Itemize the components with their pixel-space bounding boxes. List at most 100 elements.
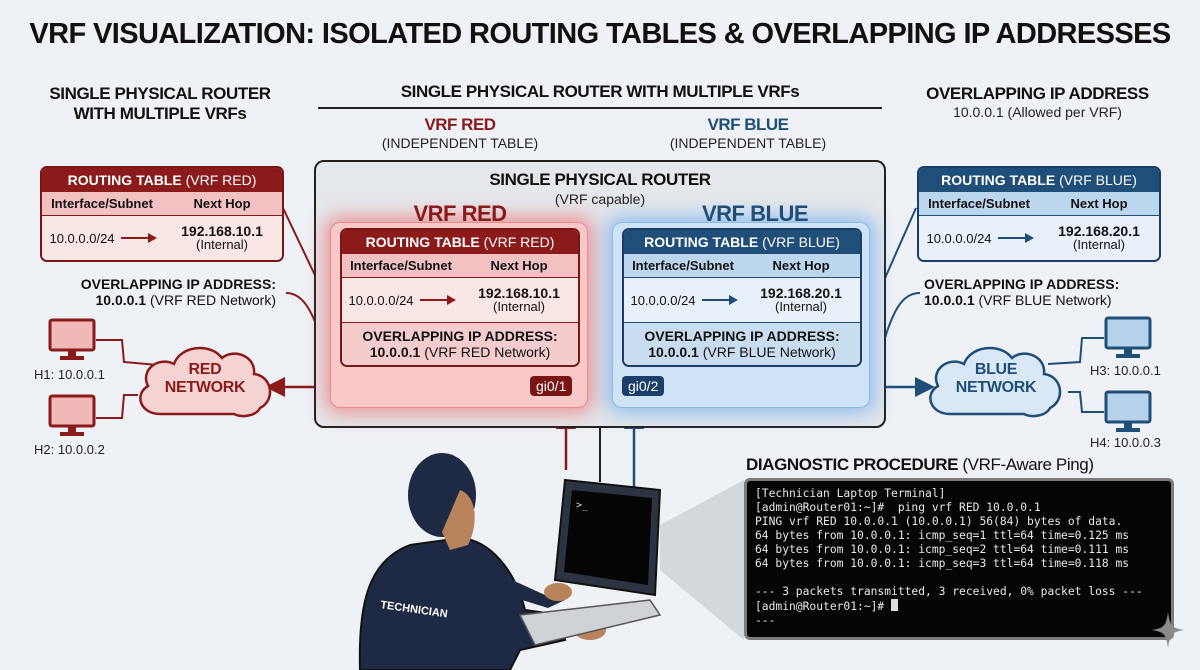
link-h2-red-cloud [96,394,138,419]
col-interface-subnet: Interface/Subnet [350,258,452,273]
terminal-line: --- [755,614,776,627]
overlap-row: OVERLAPPING IP ADDRESS: 10.0.0.1 (VRF RE… [342,322,578,365]
vrf-red-heading: VRF RED (INDEPENDENT TABLE) [340,115,580,151]
routing-table-red-external: ROUTING TABLE (VRF RED) Interface/Subnet… [40,166,284,262]
next-hop-note: (Internal) [774,299,828,314]
table-header: ROUTING TABLE (VRF RED) [42,168,282,192]
vrf-red-label: VRF RED [413,201,507,226]
left-title-line1: SINGLE PHYSICAL ROUTER [49,84,271,103]
host-h2-label: H2: 10.0.0.2 [34,442,105,457]
overlap-row: OVERLAPPING IP ADDRESS: 10.0.0.1 (VRF BL… [624,322,860,365]
interface-gi02[interactable]: gi0/2 [622,376,665,396]
terminal-line: 64 bytes from 10.0.0.1: icmp_seq=2 ttl=6… [755,543,1130,556]
vrf-blue-label: VRF BLUE [702,201,809,226]
terminal-line: [admin@Router01:~]# ping vrf RED 10.0.0.… [755,501,1041,514]
table-columns: Interface/Subnet Next Hop [342,254,578,278]
col-interface-subnet: Interface/Subnet [928,196,1030,211]
col-interface-subnet: Interface/Subnet [632,258,734,273]
center-title-divider [318,107,882,109]
next-hop-note: (Internal) [1072,237,1126,252]
terminal-window[interactable]: [Technician Laptop Terminal] [admin@Rout… [744,478,1174,640]
host-h3-label: H3: 10.0.0.1 [1090,363,1161,378]
table-columns: Interface/Subnet Next Hop [624,254,860,278]
table-columns: Interface/Subnet Next Hop [919,192,1159,216]
overlap-note: (VRF RED Network) [149,292,276,308]
overlap-note: (VRF BLUE Network) [702,344,836,360]
terminal-line: 64 bytes from 10.0.0.1: icmp_seq=3 ttl=6… [755,557,1130,570]
table-row: 10.0.0.0/24 192.168.10.1(Internal) [42,216,282,260]
table-row: 10.0.0.0/24 192.168.20.1(Internal) [919,216,1159,260]
host-h1-label: H1: 10.0.0.1 [34,367,105,382]
next-hop: 192.168.10.1 [181,223,263,239]
col-interface-subnet: Interface/Subnet [51,196,153,211]
vrf-blue-heading-name: VRF BLUE [707,115,790,134]
overlap-title: OVERLAPPING IP ADDRESS: [362,328,558,344]
router-subtitle: (VRF capable) [554,191,646,207]
subnet: 10.0.0.0/24 [49,230,115,246]
overlap-ip: 10.0.0.1 [369,344,421,360]
terminal-cursor [891,599,899,611]
diagnostic-title: DIAGNOSTIC PROCEDURE (VRF-Aware Ping) [746,455,1094,474]
table-header: ROUTING TABLE (VRF BLUE) [624,230,860,254]
interface-gi01[interactable]: gi0/1 [530,376,573,396]
vrf-blue-heading-sub: (INDEPENDENT TABLE) [669,135,827,151]
sparkle-icon [1152,612,1184,648]
overlap-note: (VRF RED Network) [424,344,551,360]
overlap-note: (VRF BLUE Network) [978,292,1112,308]
table-header: ROUTING TABLE (VRF BLUE) [919,168,1159,192]
router-title: SINGLE PHYSICAL ROUTER [489,170,711,189]
next-hop: 192.168.20.1 [1058,223,1140,239]
overlap-label-blue: OVERLAPPING IP ADDRESS: 10.0.0.1 (VRF BL… [924,276,1174,308]
terminal-line: --- 3 packets transmitted, 3 received, 0… [755,585,1143,598]
overlap-title: OVERLAPPING IP ADDRESS: [924,276,1120,292]
table-header: ROUTING TABLE (VRF RED) [342,230,578,254]
col-next-hop: Next Hop [1070,196,1128,211]
svg-text:>_: >_ [576,500,589,511]
terminal-line: PING vrf RED 10.0.0.1 (10.0.0.1) 56(84) … [755,515,1123,528]
link-h3-blue-cloud [1047,337,1104,365]
link-h1-red-cloud [96,339,159,366]
center-section-title: SINGLE PHYSICAL ROUTER WITH MULTIPLE VRF… [400,82,800,101]
vrf-red-heading-name: VRF RED [424,115,496,134]
overlap-ip: 10.0.0.1 [648,344,699,360]
right-section-title: OVERLAPPING IP ADDRESS 10.0.0.1 (Allowed… [905,84,1170,120]
routing-table-vrf-blue: ROUTING TABLE (VRF BLUE) Interface/Subne… [622,228,862,367]
host-h3-monitor-icon [1104,316,1152,358]
host-h4-monitor-icon [1104,390,1152,432]
link-h4-blue-cloud [1068,391,1104,413]
subnet: 10.0.0.0/24 [926,230,992,246]
next-hop: 192.168.10.1 [478,285,560,301]
terminal-line: [Technician Laptop Terminal] [755,487,946,500]
terminal-output: [Technician Laptop Terminal] [admin@Rout… [755,487,1163,628]
host-h2-monitor-icon [48,394,96,436]
table-row: 10.0.0.0/24 192.168.20.1(Internal) [624,278,860,322]
table-columns: Interface/Subnet Next Hop [42,192,282,216]
vrf-blue-heading: VRF BLUE (INDEPENDENT TABLE) [628,115,868,151]
subnet: 10.0.0.0/24 [630,292,696,308]
routing-table-blue-external: ROUTING TABLE (VRF BLUE) Interface/Subne… [917,166,1161,262]
host-h1-monitor-icon [48,318,96,360]
red-network-cloud-icon [139,346,272,418]
terminal-line: [admin@Router01:~]# [755,600,892,613]
left-section-title: SINGLE PHYSICAL ROUTER WITH MULTIPLE VRF… [30,84,290,124]
routing-table-vrf-red: ROUTING TABLE (VRF RED) Interface/Subnet… [340,228,580,367]
overlap-title: OVERLAPPING IP ADDRESS: [80,276,276,292]
vrf-red-heading-sub: (INDEPENDENT TABLE) [381,135,539,151]
arrow-right-icon [701,295,738,305]
terminal-projection [660,480,744,640]
next-hop: 192.168.20.1 [760,285,842,301]
next-hop-note: (Internal) [492,299,546,314]
arrow-right-icon [120,233,157,243]
overlap-label-red: OVERLAPPING IP ADDRESS: 10.0.0.1 (VRF RE… [40,276,276,308]
arrow-right-icon [997,233,1034,243]
technician-illustration: >_ TECHNICIAN [358,453,662,670]
right-title: OVERLAPPING IP ADDRESS [926,84,1149,103]
table-row: 10.0.0.0/24 192.168.10.1(Internal) [342,278,578,322]
laptop-keyboard [518,599,662,646]
arrow-right-icon [419,295,456,305]
host-h4-label: H4: 10.0.0.3 [1090,435,1161,450]
overlap-title: OVERLAPPING IP ADDRESS: [644,328,840,344]
terminal-line: 64 bytes from 10.0.0.1: icmp_seq=1 ttl=6… [755,529,1130,542]
